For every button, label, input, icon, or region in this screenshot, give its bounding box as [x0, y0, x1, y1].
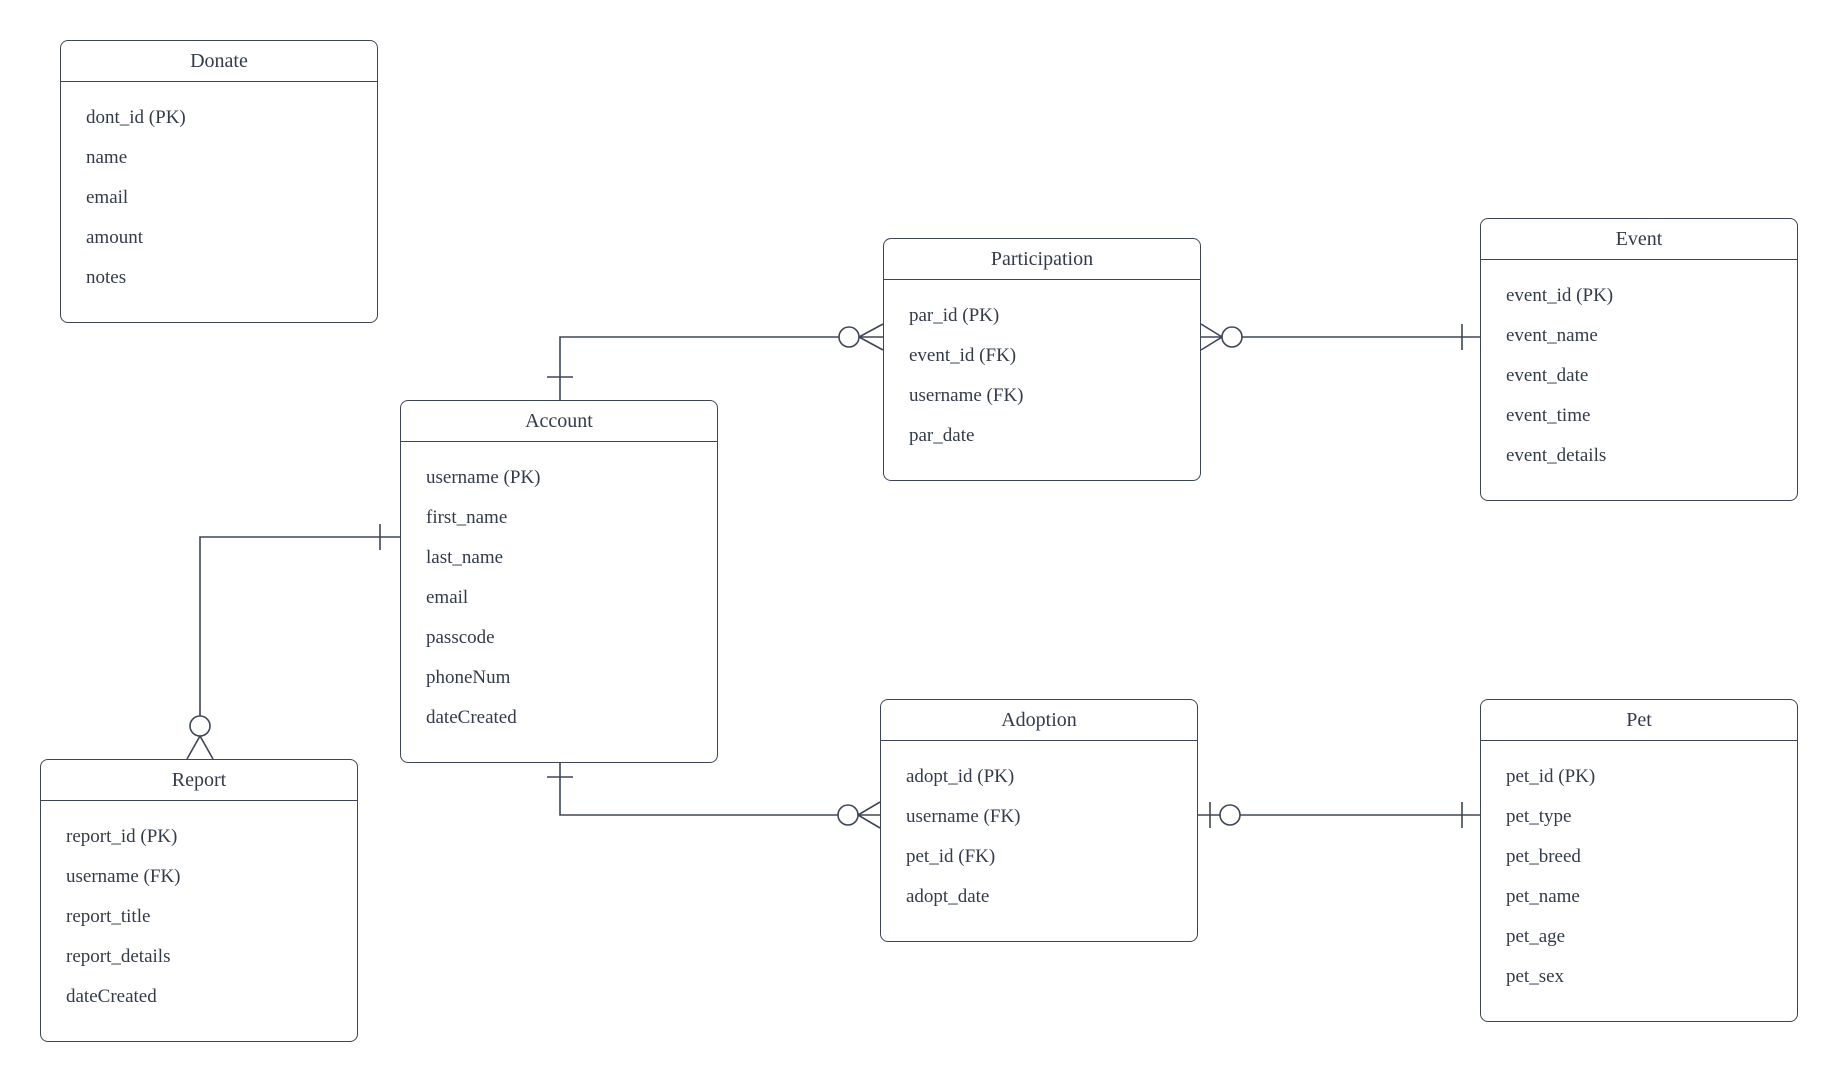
entity-field: username (FK) [909, 385, 1024, 406]
entity-field: dateCreated [426, 707, 517, 728]
entity-field: adopt_date [906, 886, 990, 907]
entity-title: Event [1481, 219, 1797, 260]
entity-title: Account [401, 401, 717, 442]
connector-line [560, 337, 883, 400]
cardinality-zero-circle [838, 805, 858, 825]
entity-field: email [86, 187, 129, 208]
entity-title: Report [41, 760, 357, 801]
cardinality-zero-circle [190, 716, 210, 736]
entity-field: username (FK) [906, 806, 1021, 827]
entity-field: event_date [1506, 365, 1589, 386]
entity-fields: report_id (PK) username (FK) report_titl… [41, 801, 357, 1041]
entity-fields: pet_id (PK) pet_type pet_breed pet_name … [1481, 741, 1797, 1021]
entity-field: username (FK) [66, 866, 181, 887]
entity-field: report_details [66, 946, 171, 967]
entity-field: pet_breed [1506, 846, 1581, 867]
connector-participation-event[interactable] [1201, 324, 1480, 350]
entity-field: event_details [1506, 445, 1607, 466]
entity-fields: dont_id (PK) name email amount notes [61, 82, 377, 322]
entity-field: report_id (PK) [66, 826, 178, 847]
entity-field: email [426, 587, 469, 608]
entity-field: name [86, 147, 128, 168]
entity-field: par_id (PK) [909, 305, 1000, 326]
entity-field: notes [86, 267, 127, 288]
connector-line [560, 760, 880, 815]
connector-adoption-pet[interactable] [1198, 802, 1480, 828]
connector-account-participation[interactable] [547, 324, 883, 400]
cardinality-zero-circle [1222, 327, 1242, 347]
entity-field: amount [86, 227, 143, 248]
entity-title: Adoption [881, 700, 1197, 741]
entity-field: pet_id (FK) [906, 846, 996, 867]
crow-foot-many-icon [187, 736, 213, 759]
connector-account-adoption[interactable] [547, 760, 880, 828]
entity-field: last_name [426, 547, 504, 568]
entity-fields: event_id (PK) event_name event_date even… [1481, 260, 1797, 500]
cardinality-zero-circle [1220, 805, 1240, 825]
entity-field: par_date [909, 425, 975, 446]
entity-field: pet_age [1506, 926, 1566, 947]
entity-adoption[interactable]: Adoption adopt_id (PK) username (FK) pet… [880, 699, 1198, 942]
entity-field: pet_sex [1506, 966, 1565, 987]
entity-field: report_title [66, 906, 151, 927]
cardinality-zero-circle [839, 327, 859, 347]
entity-title: Donate [61, 41, 377, 82]
entity-field: event_time [1506, 405, 1591, 426]
entity-fields: adopt_id (PK) username (FK) pet_id (FK) … [881, 741, 1197, 941]
entity-field: username (PK) [426, 467, 541, 488]
entity-field: first_name [426, 507, 508, 528]
entity-field: adopt_id (PK) [906, 766, 1015, 787]
entity-account[interactable]: Account username (PK) first_name last_na… [400, 400, 718, 763]
entity-title: Participation [884, 239, 1200, 280]
entity-field: event_id (PK) [1506, 285, 1614, 306]
entity-field: pet_id (PK) [1506, 766, 1596, 787]
entity-field: dateCreated [66, 986, 157, 1007]
entity-event[interactable]: Event event_id (PK) event_name event_dat… [1480, 218, 1798, 501]
entity-field: event_id (FK) [909, 345, 1017, 366]
entity-field: pet_type [1506, 806, 1572, 827]
entity-report[interactable]: Report report_id (PK) username (FK) repo… [40, 759, 358, 1042]
entity-donate[interactable]: Donate dont_id (PK) name email amount no… [60, 40, 378, 323]
entity-fields: username (PK) first_name last_name email… [401, 442, 717, 762]
entity-participation[interactable]: Participation par_id (PK) event_id (FK) … [883, 238, 1201, 481]
entity-field: phoneNum [426, 667, 511, 688]
entity-field: event_name [1506, 325, 1598, 346]
entity-field: passcode [426, 627, 495, 648]
connector-account-report[interactable] [187, 524, 400, 759]
entity-title: Pet [1481, 700, 1797, 741]
entity-field: dont_id (PK) [86, 107, 186, 128]
entity-fields: par_id (PK) event_id (FK) username (FK) … [884, 280, 1200, 480]
entity-pet[interactable]: Pet pet_id (PK) pet_type pet_breed pet_n… [1480, 699, 1798, 1022]
connector-line [200, 537, 400, 737]
entity-field: pet_name [1506, 886, 1580, 907]
